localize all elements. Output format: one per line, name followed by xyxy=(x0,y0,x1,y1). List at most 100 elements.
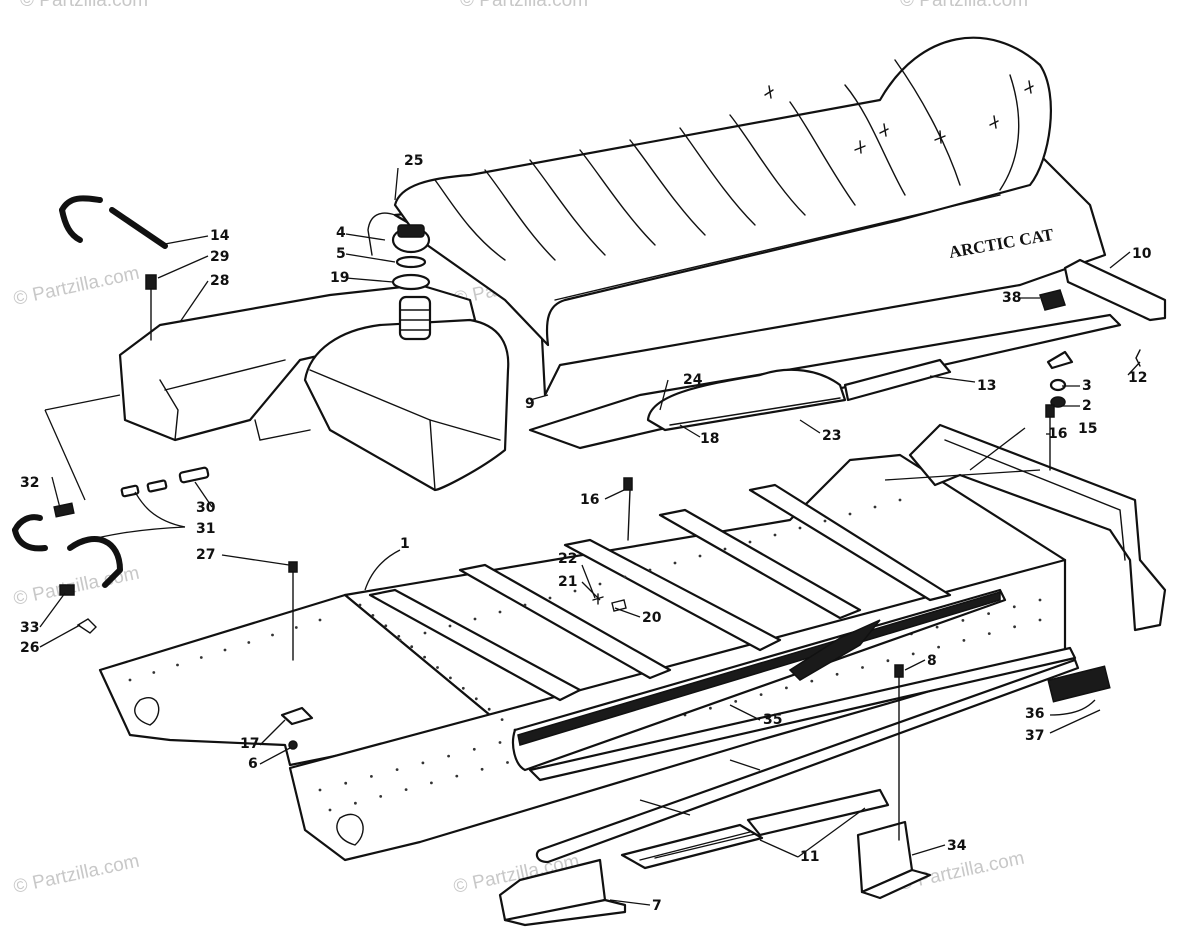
seat-foam xyxy=(646,368,847,432)
rivet xyxy=(421,761,425,765)
rivet xyxy=(523,603,527,607)
callout-17: 17 xyxy=(240,736,259,752)
rivet xyxy=(898,498,902,502)
rivet xyxy=(344,781,348,785)
rivet xyxy=(962,639,966,642)
rivet xyxy=(384,624,388,628)
callout-15: 15 xyxy=(1078,421,1097,437)
tunnel-decal xyxy=(788,619,881,681)
fuel-line-parts xyxy=(12,466,210,634)
bracket-7 xyxy=(498,858,627,927)
rivet xyxy=(500,718,504,721)
rivet xyxy=(487,707,491,711)
rivet xyxy=(152,671,156,674)
rivet xyxy=(873,505,877,509)
callout-11: 11 xyxy=(800,849,819,865)
seat-bracket xyxy=(1039,289,1066,311)
hardware xyxy=(280,349,1141,841)
rivet xyxy=(294,626,298,629)
rivet xyxy=(937,645,940,649)
rivet xyxy=(199,656,203,659)
rivet xyxy=(987,612,990,615)
rivet xyxy=(461,686,465,690)
rivet xyxy=(436,666,439,669)
rivet xyxy=(449,676,452,680)
rivet xyxy=(176,663,179,667)
deck-rib-4 xyxy=(658,508,862,620)
rivet xyxy=(1012,605,1016,609)
rivet xyxy=(835,672,839,676)
filler-neck xyxy=(398,295,432,341)
fuel-hose-top xyxy=(59,195,168,249)
rivet xyxy=(698,554,702,558)
seat-quilting xyxy=(434,59,1020,301)
rivet xyxy=(773,533,777,537)
callout-8: 8 xyxy=(927,653,937,669)
leader-lines xyxy=(39,167,1141,906)
callout-16-left: 16 xyxy=(580,492,599,508)
callout-3: 3 xyxy=(1082,378,1092,394)
callout-21: 21 xyxy=(558,574,577,590)
callout-19: 19 xyxy=(330,270,349,286)
callout-35: 35 xyxy=(763,712,782,728)
rivet xyxy=(455,774,459,778)
rivet xyxy=(430,781,433,785)
callout-5: 5 xyxy=(336,246,346,262)
foam-ridge xyxy=(669,397,841,426)
watermark: © Partzilla.com xyxy=(900,0,1028,11)
callout-38: 38 xyxy=(1002,290,1021,306)
rivet xyxy=(1038,598,1042,602)
rivet xyxy=(823,519,827,523)
callout-9: 9 xyxy=(525,396,535,412)
rivet xyxy=(370,775,373,778)
callout-20: 20 xyxy=(642,610,662,626)
rivet xyxy=(987,632,991,635)
watermark: © Partzilla.com xyxy=(20,0,148,11)
rivet xyxy=(709,706,712,710)
rivet xyxy=(398,638,402,642)
callout-1: 1 xyxy=(400,536,410,552)
vent-hose xyxy=(367,212,396,256)
rivet xyxy=(848,512,852,516)
callout-13: 13 xyxy=(977,378,996,394)
rivet xyxy=(271,633,274,637)
seat-cushion xyxy=(393,36,1052,347)
seat-strip xyxy=(843,358,952,402)
callout-31: 31 xyxy=(196,521,215,537)
rivet xyxy=(886,659,890,663)
rivet xyxy=(474,697,478,701)
callout-4: 4 xyxy=(336,225,346,241)
watermark: © Partzilla.com xyxy=(12,263,142,310)
watermark: © Partzilla.com xyxy=(460,0,588,11)
callout-16-right: 16 xyxy=(1048,426,1067,442)
callout-27: 27 xyxy=(196,547,215,563)
rivet xyxy=(498,610,502,614)
rivet xyxy=(447,754,450,758)
callout-25: 25 xyxy=(404,153,423,169)
rivet xyxy=(423,655,426,659)
deck-rib-3 xyxy=(563,538,782,652)
rivet xyxy=(723,547,727,551)
deck-rib-5 xyxy=(748,483,952,602)
rivet xyxy=(1038,618,1042,622)
callout-34: 34 xyxy=(947,838,967,854)
rivet xyxy=(623,575,627,579)
rivet xyxy=(395,768,399,771)
clip xyxy=(1046,350,1074,370)
skid-pad-hatch xyxy=(639,831,756,861)
rivet xyxy=(480,767,484,771)
callout-32: 32 xyxy=(20,475,39,491)
cap-gasket xyxy=(395,255,427,269)
rivet xyxy=(328,808,332,812)
rivet xyxy=(318,788,322,792)
seat-rail xyxy=(1063,258,1167,322)
callout-7: 7 xyxy=(652,898,662,914)
rivet xyxy=(472,747,476,751)
rivet xyxy=(506,761,509,764)
seat-stitches xyxy=(764,80,1034,154)
callouts: 25 4 5 19 14 29 28 10 38 12 3 2 16 15 15… xyxy=(20,153,1152,914)
callout-33: 33 xyxy=(20,620,39,636)
deck-rib-1 xyxy=(368,588,582,702)
callout-22: 22 xyxy=(558,551,577,567)
callout-26: 26 xyxy=(20,640,39,656)
